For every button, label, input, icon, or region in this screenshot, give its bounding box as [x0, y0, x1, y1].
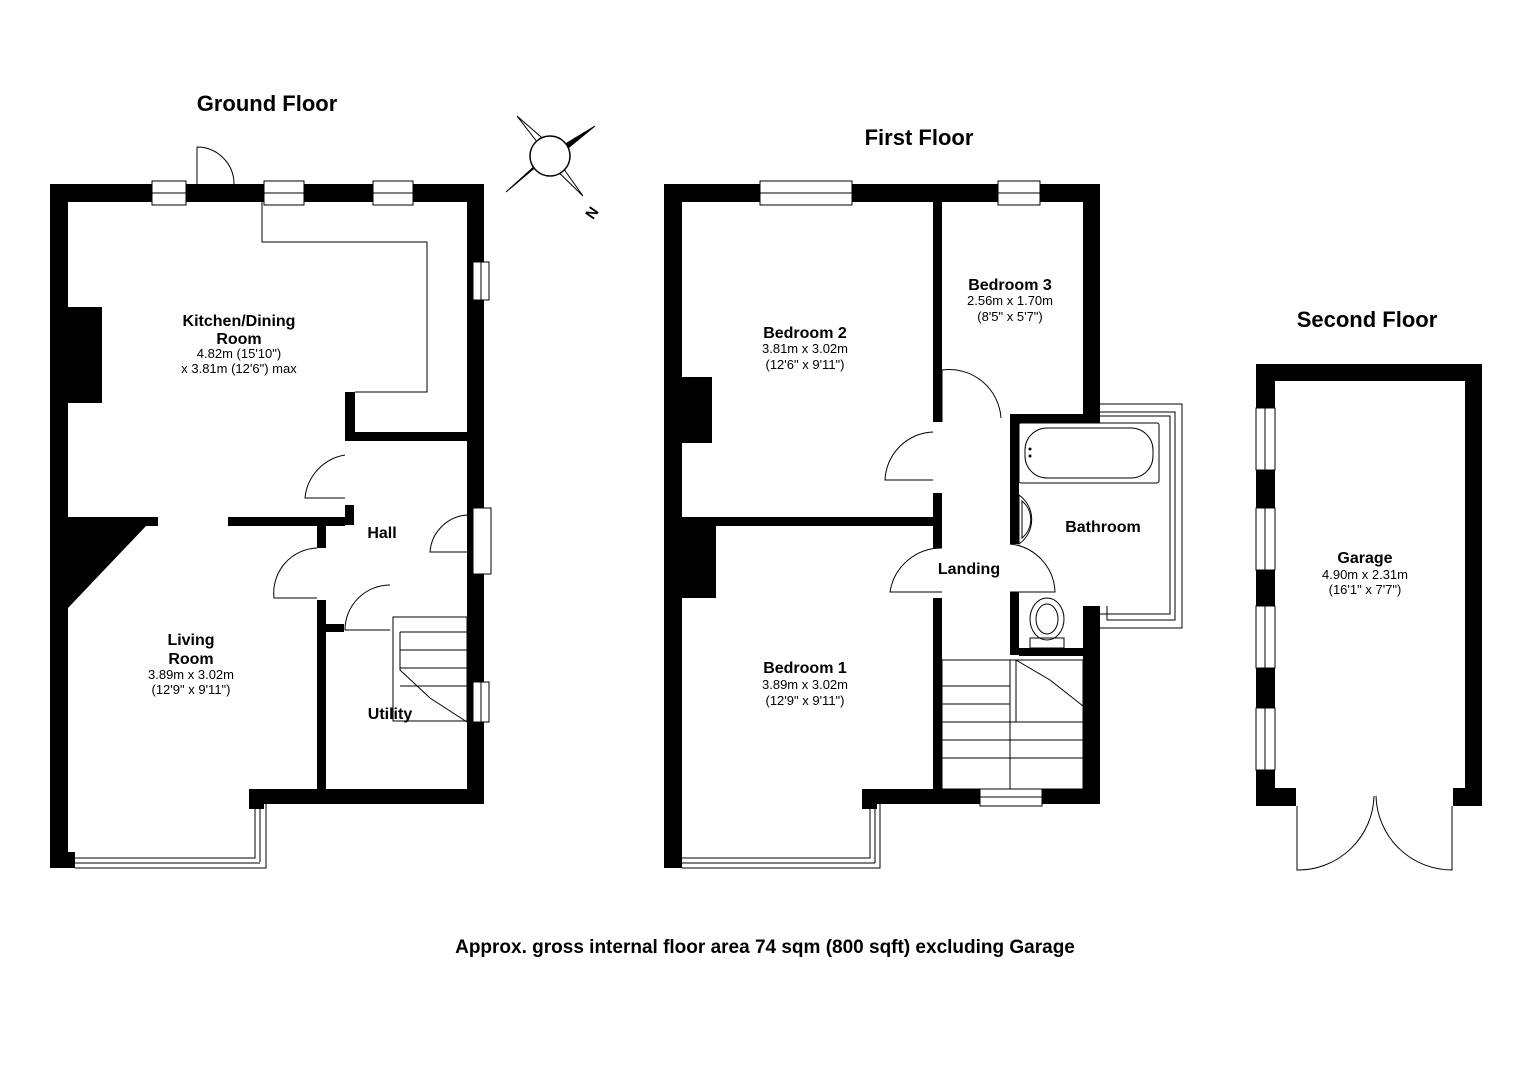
- room-dimensions: 2.56m x 1.70m: [967, 293, 1053, 308]
- room-dimensions: 4.90m x 2.31m: [1322, 567, 1408, 582]
- room-dimensions: (16'1" x 7'7"): [1329, 582, 1402, 597]
- room-name: Bedroom 3: [968, 277, 1052, 294]
- ground-floor-title: Ground Floor: [197, 91, 338, 116]
- room-label-living-room: Living Room 3.89m x 3.02m (12'9" x 9'11"…: [148, 632, 234, 697]
- compass-north-label: N: [582, 204, 602, 223]
- floor-area-note: Approx. gross internal floor area 74 sqm…: [455, 937, 1075, 958]
- room-dimensions: x 3.81m (12'6") max: [181, 361, 297, 376]
- second-floor-title: Second Floor: [1297, 307, 1438, 332]
- room-label-bathroom: Bathroom: [1065, 519, 1141, 536]
- ground-floor-plan: Ground Floor: [50, 91, 492, 869]
- room-name: Landing: [938, 561, 1000, 578]
- room-label-landing: Landing: [938, 561, 1000, 578]
- room-label-bedroom-1: Bedroom 1 3.89m x 3.02m (12'9" x 9'11"): [762, 660, 848, 708]
- room-name: Hall: [367, 525, 396, 542]
- room-dimensions: 3.89m x 3.02m: [762, 677, 848, 692]
- compass-icon: N: [505, 115, 602, 223]
- first-floor-title: First Floor: [865, 125, 974, 150]
- room-name: Garage: [1337, 550, 1392, 567]
- room-dimensions: (12'9" x 9'11"): [766, 693, 845, 708]
- room-name: Living: [167, 632, 214, 649]
- room-name: Room: [216, 331, 261, 348]
- second-floor-plan: Second Floor: [1255, 307, 1482, 871]
- room-name: Bathroom: [1065, 519, 1141, 536]
- room-label-garage: Garage 4.90m x 2.31m (16'1" x 7'7"): [1322, 550, 1408, 597]
- room-name: Room: [168, 651, 213, 668]
- room-name: Utility: [368, 706, 413, 723]
- room-label-utility: Utility: [368, 706, 413, 723]
- room-dimensions: (12'9" x 9'11"): [152, 682, 231, 697]
- room-dimensions: 3.89m x 3.02m: [148, 667, 234, 682]
- room-name: Bedroom 1: [763, 660, 847, 677]
- room-label-hall: Hall: [367, 525, 396, 542]
- room-label-kitchen-dining: Kitchen/Dining Room 4.82m (15'10") x 3.8…: [181, 313, 297, 376]
- room-label-bedroom-2: Bedroom 2 3.81m x 3.02m (12'6" x 9'11"): [762, 325, 848, 372]
- room-name: Kitchen/Dining: [183, 313, 296, 330]
- room-dimensions: 4.82m (15'10"): [197, 346, 281, 361]
- room-dimensions: (8'5" x 5'7"): [977, 309, 1043, 324]
- first-floor-plan: First Floor: [664, 125, 1183, 869]
- room-dimensions: 3.81m x 3.02m: [762, 341, 848, 356]
- room-name: Bedroom 2: [763, 325, 847, 342]
- room-label-bedroom-3: Bedroom 3 2.56m x 1.70m (8'5" x 5'7"): [967, 277, 1053, 324]
- room-dimensions: (12'6" x 9'11"): [766, 357, 845, 372]
